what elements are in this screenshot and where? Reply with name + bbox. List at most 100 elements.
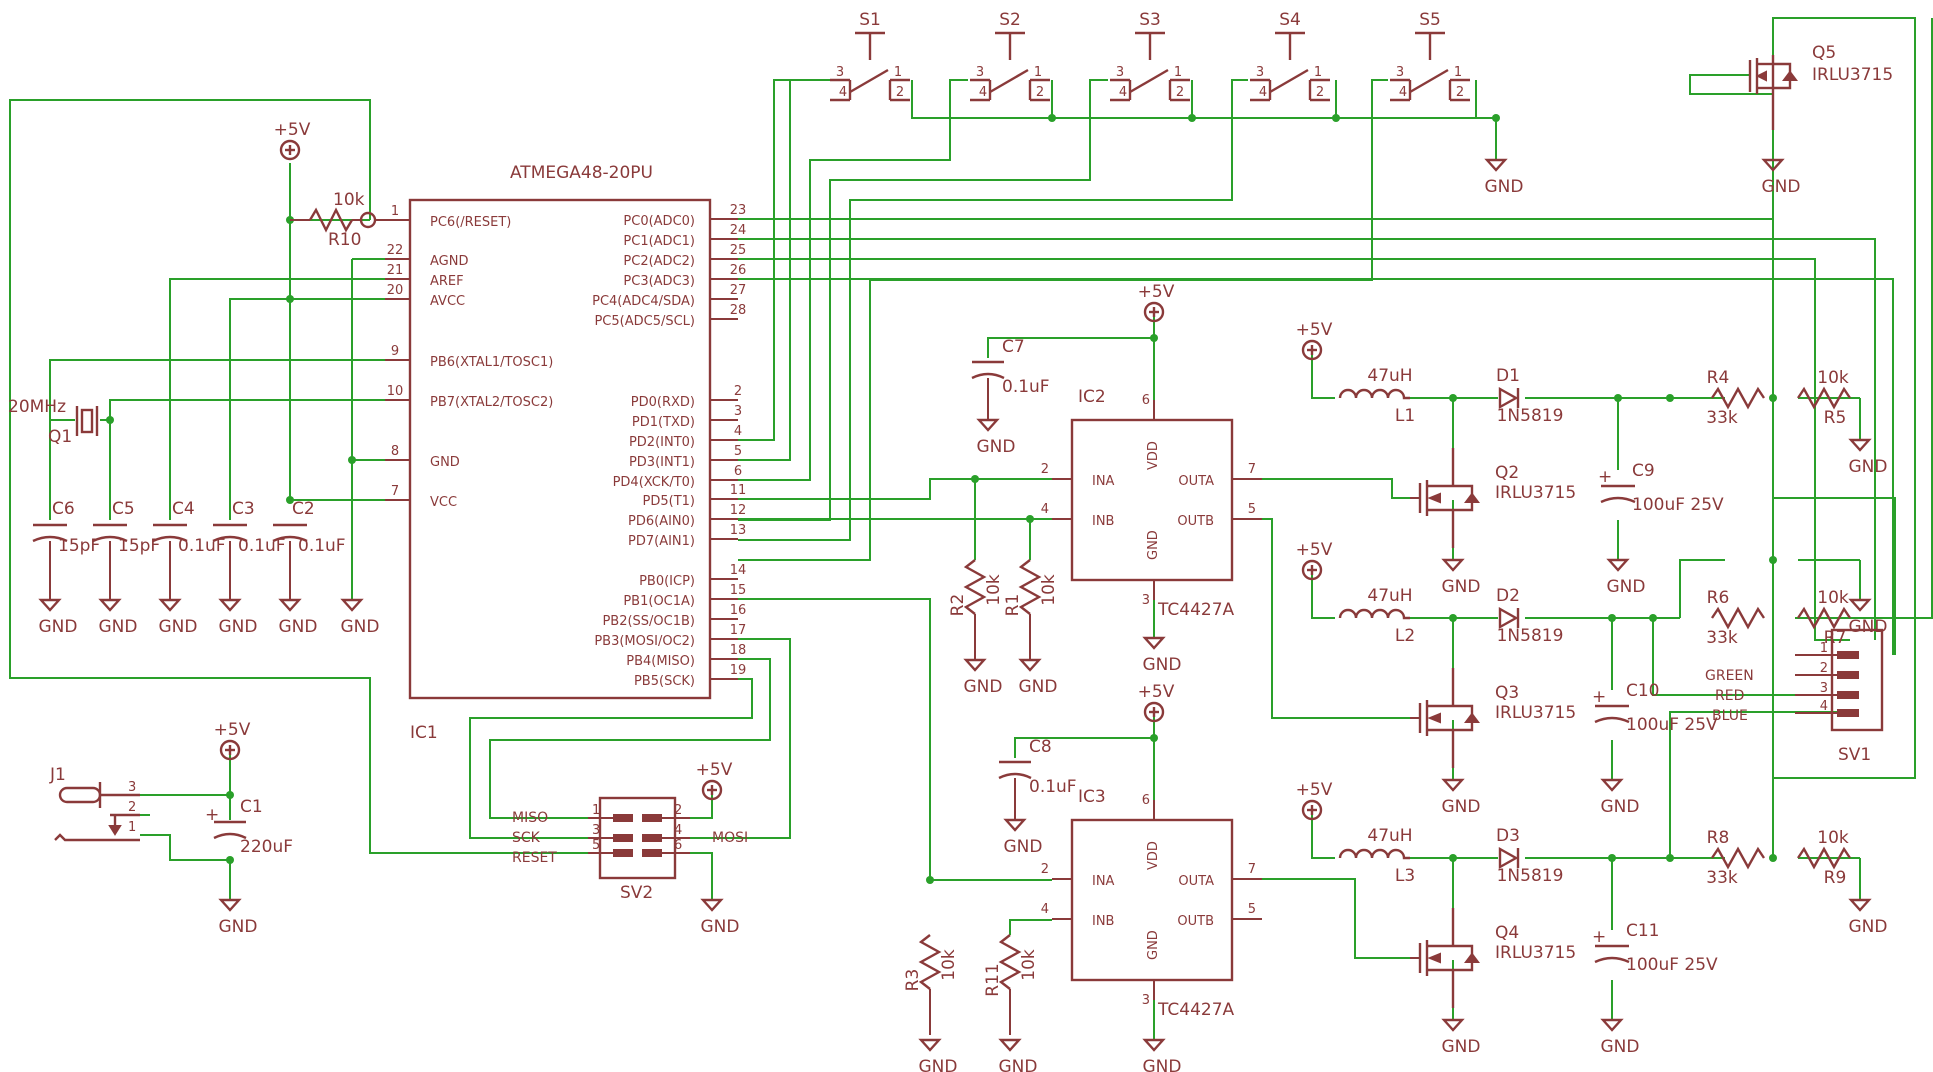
- switch-pin1: 1: [1174, 65, 1182, 80]
- cap-value: 100uF 25V: [1626, 955, 1718, 975]
- divider-bot-ref: R9: [1824, 868, 1847, 888]
- driver-outa: OUTA: [1178, 474, 1214, 489]
- vcc-symbol: +5V: [1296, 540, 1333, 581]
- driver-inb: INB: [1092, 914, 1114, 929]
- gnd-symbol: GND: [963, 658, 1003, 697]
- capacitor-c1: + C1 220uF: [205, 797, 293, 857]
- r10-value: 10k: [333, 190, 365, 210]
- driver-vdd: VDD: [1146, 841, 1161, 870]
- sv1-pin-num: 1: [1820, 641, 1828, 656]
- mcu-pin-num: 5: [734, 444, 742, 459]
- sv2-pin-num: 2: [674, 803, 682, 818]
- mcu-pin-num: 27: [730, 283, 747, 298]
- divider-top-value: 33k: [1706, 408, 1738, 428]
- q5-value: IRLU3715: [1812, 65, 1893, 85]
- mcu-pin-name: PD2(INT0): [629, 435, 695, 450]
- resistor-value: 10k: [1039, 574, 1059, 606]
- mcu-pin-name: AGND: [430, 254, 468, 269]
- switch-pin2: 2: [1316, 85, 1324, 100]
- driver-pin7: 7: [1248, 862, 1256, 877]
- mcu-pin-name: PD6(AIN0): [628, 514, 695, 529]
- gnd-symbol: GND: [1441, 778, 1480, 817]
- switch-pin4: 4: [1119, 85, 1127, 100]
- gnd-label: GND: [964, 677, 1003, 697]
- c7-value: 0.1uF: [1002, 377, 1050, 397]
- switch-pin3: 3: [1256, 65, 1264, 80]
- mcu-pin-num: 1: [391, 204, 399, 219]
- mcu-pin-name: PD7(AIN1): [628, 534, 695, 549]
- divider-bot-ref: R5: [1824, 408, 1847, 428]
- sv2-pin-num: 1: [592, 803, 600, 818]
- mcu-pin-num: 18: [730, 643, 747, 658]
- cap-value: 15pF: [58, 536, 100, 556]
- cap-value: 15pF: [118, 536, 160, 556]
- fet-value: IRLU3715: [1495, 703, 1576, 723]
- mcu-pin-name: PB3(MOSI/OC2): [594, 634, 695, 649]
- gnd-symbol: GND: [1606, 558, 1645, 597]
- gnd-symbol: GND: [700, 898, 739, 937]
- mcu-pin-name: PB5(SCK): [634, 674, 695, 689]
- capacitor-c4: C40.1uF: [152, 499, 226, 600]
- sv2-label-sck: SCK: [512, 830, 541, 846]
- gnd-symbol: GND: [976, 418, 1015, 457]
- mcu-pin-name: PD5(T1): [643, 494, 695, 509]
- inductor-ref: L3: [1395, 866, 1415, 886]
- gnd-label: GND: [39, 617, 78, 637]
- divider-top-ref: R6: [1707, 588, 1730, 608]
- vcc-symbol: +5V: [1296, 780, 1333, 821]
- mcu-pin-num: 24: [730, 223, 747, 238]
- switch-pin1: 1: [1314, 65, 1322, 80]
- driver-pin3: 3: [1142, 593, 1150, 608]
- driver-ina: INA: [1092, 874, 1115, 889]
- switch-ref: S3: [1139, 10, 1161, 30]
- mcu-pin-num: 17: [730, 623, 747, 638]
- vcc-label: +5V: [1138, 682, 1175, 702]
- sv1-signal-red: RED: [1715, 688, 1744, 704]
- divider-bot-ref: R7: [1824, 628, 1847, 648]
- driver-inb: INB: [1092, 514, 1114, 529]
- mcu-pin-num: 9: [391, 344, 399, 359]
- resistor-value: 10k: [984, 574, 1004, 606]
- gnd-symbol: GND: [1848, 898, 1887, 937]
- mcu-pin-num: 15: [730, 583, 747, 598]
- vcc-symbol: +5V: [1138, 682, 1175, 723]
- gnd-label: GND: [1849, 617, 1888, 637]
- cap-ref: C3: [232, 499, 255, 519]
- mcu-pin-num: 4: [734, 424, 742, 439]
- cap-ref: C5: [112, 499, 135, 519]
- switch-pin2: 2: [1176, 85, 1184, 100]
- mcu-pin-num: 19: [730, 663, 747, 678]
- sv1-pin-num: 2: [1820, 661, 1828, 676]
- gnd-symbol: GND: [1441, 1018, 1480, 1057]
- cap-value: 100uF 25V: [1632, 495, 1724, 515]
- driver-pin2: 2: [1041, 862, 1049, 877]
- mcu-pin-name: PC6(/RESET): [430, 215, 511, 230]
- mcu-pin-name: PC5(ADC5/SCL): [594, 314, 695, 329]
- cap-plus: +: [1592, 687, 1606, 707]
- driver-pin5: 5: [1248, 502, 1256, 517]
- mcu-pin-name: PB2(SS/OC1B): [602, 614, 695, 629]
- mcu-pin-name: PC3(ADC3): [623, 274, 695, 289]
- resistor-ref: R3: [903, 969, 923, 992]
- capacitor-c8: C8 0.1uF: [998, 737, 1077, 820]
- gnd-label: GND: [219, 617, 258, 637]
- driver-outb: OUTB: [1177, 514, 1214, 529]
- divider-top-value: 33k: [1706, 868, 1738, 888]
- vcc-symbol: +5V: [274, 120, 311, 161]
- cap-ref: C2: [292, 499, 315, 519]
- switch-pin3: 3: [836, 65, 844, 80]
- divider-bot-value: 10k: [1817, 588, 1849, 608]
- inductor-value: 47uH: [1367, 826, 1412, 846]
- sv2-label-mosi: MOSI: [712, 830, 748, 846]
- cap-ref: C4: [172, 499, 195, 519]
- resistor-ref: R11: [983, 963, 1003, 996]
- fet-ref: Q3: [1495, 683, 1519, 703]
